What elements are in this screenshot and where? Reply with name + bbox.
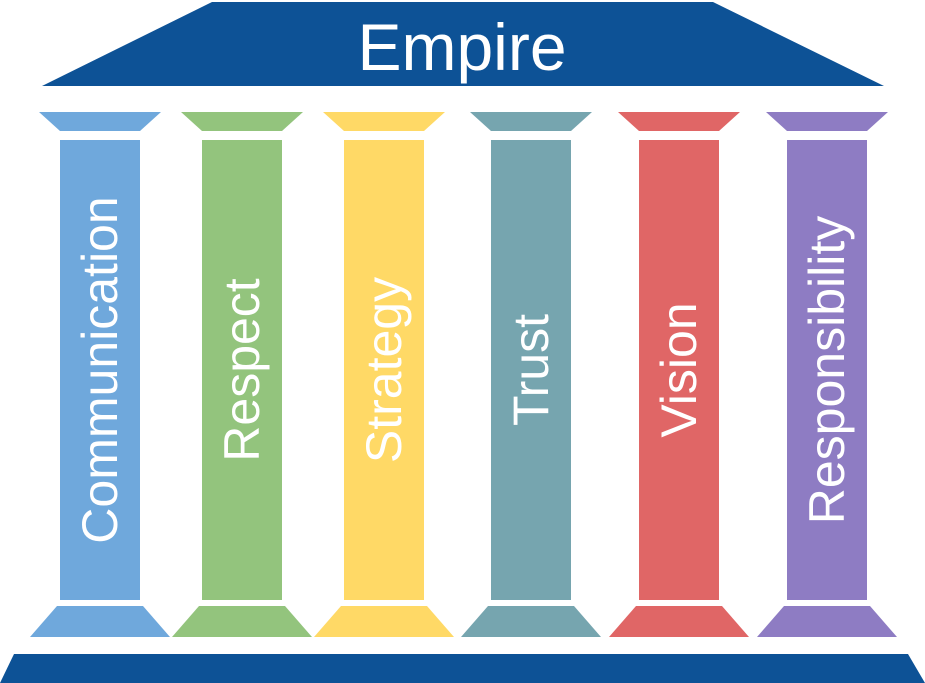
pillar-label: Strategy: [356, 277, 412, 463]
pillar-capital: [618, 112, 740, 131]
pillars: Communication Respect Strategy Trust Vision R…: [30, 112, 897, 637]
pillar-shaft: [344, 140, 424, 600]
pillar-base: [757, 606, 897, 637]
pillar-shaft: [787, 140, 867, 600]
pillar-shaft: [60, 140, 140, 600]
roof-shape: [42, 2, 884, 86]
pillar-base: [314, 606, 454, 637]
base-platform: [0, 654, 925, 683]
pillar: Communication: [30, 112, 170, 637]
pillar-capital: [323, 112, 445, 131]
pillar: Vision: [609, 112, 749, 637]
pillar-label: Responsibility: [799, 216, 855, 524]
pillar: Respect: [172, 112, 312, 637]
pillar-base: [609, 606, 749, 637]
pillar-base: [30, 606, 170, 637]
roof-title: Empire: [357, 10, 566, 84]
pillar: Trust: [461, 112, 601, 637]
pillar: Responsibility: [757, 112, 897, 637]
pillar-shaft: [491, 140, 571, 600]
pillar-label: Vision: [651, 302, 707, 437]
pillar-label: Respect: [214, 278, 270, 462]
pillar-base: [461, 606, 601, 637]
pillar-capital: [181, 112, 303, 131]
pillar-shaft: [639, 140, 719, 600]
pillar-shaft: [202, 140, 282, 600]
pillar-label: Trust: [503, 314, 559, 426]
pillar-capital: [766, 112, 888, 131]
pillar-base: [172, 606, 312, 637]
pillar-capital: [39, 112, 161, 131]
pillar-capital: [470, 112, 592, 131]
pillar-label: Communication: [72, 196, 128, 543]
roof: Empire: [42, 2, 884, 86]
pillar: Strategy: [314, 112, 454, 637]
